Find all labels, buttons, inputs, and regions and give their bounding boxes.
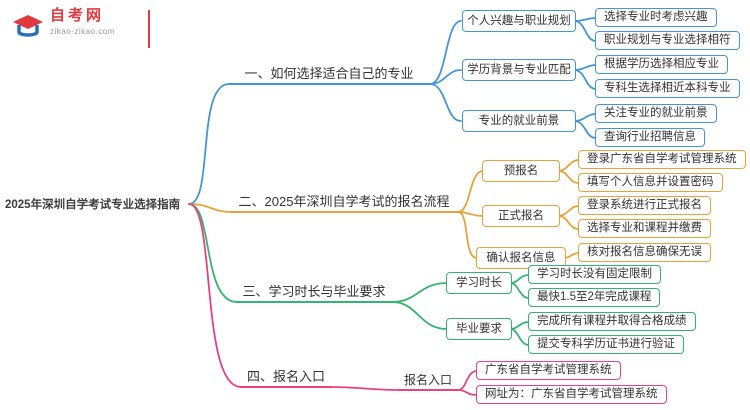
leaf-choose-by-education: 根据学历选择相应专业: [595, 55, 728, 74]
branch-2-label: 二、2025年深圳自学考试的报名流程: [230, 193, 458, 213]
node-formal-registration: 正式报名: [482, 205, 560, 227]
node-personal-interest: 个人兴趣与职业规划: [462, 10, 576, 32]
node-graduation-req: 毕业要求: [446, 318, 512, 340]
leaf-no-time-limit: 学习时长没有固定限制: [528, 265, 661, 284]
logo-divider: [148, 10, 150, 48]
branch-1-label: 一、如何选择适合自己的专业: [228, 65, 430, 85]
node-pre-registration: 预报名: [482, 160, 560, 182]
logo: 自考网 zikao-zikao.com: [10, 6, 150, 48]
node-education-match: 学历背景与专业匹配: [462, 59, 576, 81]
zikao-logo-icon: [13, 15, 43, 37]
logo-title: 自考网: [50, 7, 105, 24]
leaf-watch-prospects: 关注专业的就业前景: [595, 104, 717, 123]
logo-subtitle: zikao-zikao.com: [50, 27, 115, 36]
leaf-choose-pay: 选择专业和课程并缴费: [578, 219, 711, 238]
leaf-gd-management-system: 广东省自学考试管理系统: [476, 361, 621, 380]
leaf-website-address: 网址为：广东省自学考试管理系统: [476, 385, 667, 404]
leaf-submit-diploma: 提交专科学历证书进行验证: [528, 335, 684, 354]
leaf-pass-all-courses: 完成所有课程并取得合格成绩: [528, 312, 696, 331]
node-confirm-info: 确认报名信息: [476, 247, 566, 269]
root-node: 2025年深圳自学考试专业选择指南: [5, 199, 181, 211]
branch-3-label: 三、学习时长与毕业要求: [236, 283, 392, 303]
node-study-duration: 学习时长: [446, 272, 512, 294]
leaf-career-plan-match: 职业规划与专业选择相符: [595, 31, 740, 50]
leaf-fill-info-password: 填写个人信息并设置密码: [578, 173, 723, 192]
node-career-prospect: 专业的就业前景: [462, 110, 576, 132]
leaf-industry-jobs-info: 查询行业招聘信息: [595, 128, 705, 147]
node-registration-entry: 报名入口: [398, 371, 458, 391]
leaf-login-gd-system: 登录广东省自学考试管理系统: [578, 150, 746, 169]
leaf-formal-register: 登录系统进行正式报名: [578, 196, 711, 215]
leaf-consider-interest: 选择专业时考虑兴趣: [595, 8, 717, 27]
leaf-similar-undergrad: 专科生选择相近本科专业: [595, 79, 740, 98]
leaf-fastest-2-years: 最快1.5至2年完成课程: [528, 288, 661, 307]
logo-text: 自考网 zikao-zikao.com: [50, 6, 115, 37]
leaf-verify-info: 核对报名信息确保无误: [578, 243, 711, 262]
branch-4-label: 四、报名入口: [240, 368, 332, 388]
